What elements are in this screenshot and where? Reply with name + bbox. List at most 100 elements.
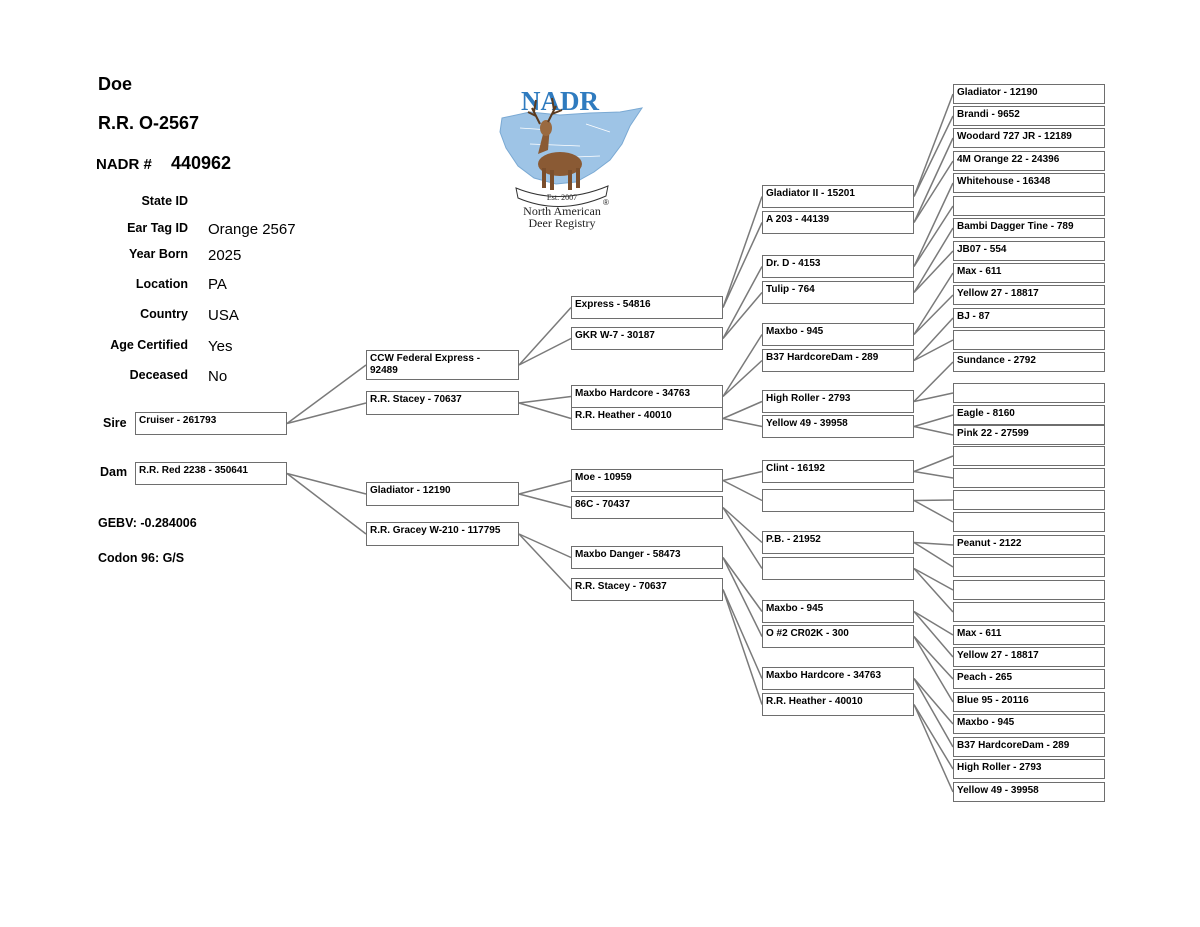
pedigree-gen5-box — [953, 468, 1105, 488]
connector-line — [913, 182, 954, 267]
connector-line — [518, 493, 572, 509]
pedigree-gen4-box: O #2 CR02K - 300 — [762, 625, 914, 648]
pedigree-gen5-box: Yellow 27 - 18817 — [953, 285, 1105, 305]
connector-line — [518, 479, 572, 495]
pedigree-gen4-box: Maxbo Hardcore - 34763 — [762, 667, 914, 690]
connector-line — [722, 196, 763, 308]
connector-line — [518, 306, 572, 366]
connector-line — [722, 557, 763, 612]
pedigree-gen4-box: P.B. - 21952 — [762, 531, 914, 554]
connector-line — [286, 472, 367, 495]
pedigree-gen5-box: JB07 - 554 — [953, 241, 1105, 261]
connector-line — [913, 470, 954, 479]
pedigree-gen5-box: Eagle - 8160 — [953, 405, 1105, 425]
pedigree-gen5-box: Peach - 265 — [953, 669, 1105, 689]
pedigree-gen3-box: 86C - 70437 — [571, 496, 723, 519]
logo-line2: Deer Registry — [529, 216, 596, 230]
connector-line — [913, 160, 954, 223]
connector-line — [722, 507, 763, 569]
connector-line — [722, 506, 763, 544]
connector-line — [913, 455, 954, 473]
connector-line — [913, 414, 954, 428]
pedigree-gen3-box: R.R. Stacey - 70637 — [571, 578, 723, 601]
connector-line — [913, 227, 954, 293]
pedigree-gen4-box — [762, 557, 914, 580]
pedigree-gen3-box: Maxbo Danger - 58473 — [571, 546, 723, 569]
pedigree-gen4-box: Maxbo - 945 — [762, 323, 914, 346]
pedigree-gen5-box: Yellow 49 - 39958 — [953, 782, 1105, 802]
connector-line — [913, 425, 954, 436]
pedigree-gen5-box — [953, 196, 1105, 216]
nadr-number-label: NADR # — [96, 156, 152, 173]
pedigree-gen5-box: High Roller - 2793 — [953, 759, 1105, 779]
nadr-logo: NADR Est. 2007 ® North American Deer Reg… — [490, 84, 650, 234]
pedigree-gen5-box: Peanut - 2122 — [953, 535, 1105, 555]
pedigree-gen4-box: Tulip - 764 — [762, 281, 914, 304]
connector-line — [913, 115, 954, 197]
connector-line — [913, 250, 954, 294]
pedigree-gen4-box: High Roller - 2793 — [762, 390, 914, 413]
connector-line — [913, 635, 954, 680]
pedigree-gen3-box: R.R. Heather - 40010 — [571, 407, 723, 430]
logo-est: Est. 2007 — [547, 193, 577, 202]
connector-line — [518, 395, 572, 404]
pedigree-gen5-box: Yellow 27 - 18817 — [953, 647, 1105, 667]
connector-line — [722, 589, 763, 705]
pedigree-gen5-box — [953, 446, 1105, 466]
pedigree-gen2-box: CCW Federal Express - 92489 — [366, 350, 519, 380]
field-value-year-born: 2025 — [208, 247, 242, 264]
connector-line — [913, 678, 954, 725]
pedigree-gen5-box: Brandi - 9652 — [953, 106, 1105, 126]
pedigree-gen5-box: BJ - 87 — [953, 308, 1105, 328]
connector-line — [913, 339, 954, 362]
field-label-state-id: State ID — [141, 194, 188, 208]
connector-line — [518, 533, 572, 591]
pedigree-gen5-box: Maxbo - 945 — [953, 714, 1105, 734]
connector-line — [913, 499, 954, 502]
pedigree-gen4-box: Clint - 16192 — [762, 460, 914, 483]
logo-registered: ® — [603, 198, 609, 207]
connector-line — [722, 400, 763, 420]
connector-line — [913, 636, 954, 703]
logo-line1: North American — [523, 204, 601, 218]
connector-line — [913, 541, 954, 546]
connector-line — [913, 704, 954, 793]
animal-sex: Doe — [98, 74, 133, 94]
connector-line — [913, 610, 954, 636]
connector-line — [913, 294, 954, 336]
sire-label: Sire — [103, 416, 127, 430]
connector-line — [722, 470, 763, 482]
pedigree-gen5-box — [953, 330, 1105, 350]
connector-line — [518, 533, 572, 559]
pedigree-gen1-box: Cruiser - 261793 — [135, 412, 287, 435]
pedigree-gen2-box: R.R. Gracey W-210 - 117795 — [366, 522, 519, 546]
field-value-age-certified: Yes — [208, 338, 233, 355]
pedigree-gen5-box: Bambi Dagger Tine - 789 — [953, 218, 1105, 238]
connector-line — [913, 678, 954, 748]
pedigree-gen3-box: Maxbo Hardcore - 34763 — [571, 385, 723, 408]
connector-line — [518, 402, 572, 420]
connector-line — [913, 93, 954, 197]
pedigree-gen5-box: 4M Orange 22 - 24396 — [953, 151, 1105, 171]
connector-line — [913, 272, 954, 335]
pedigree-gen4-box: Dr. D - 4153 — [762, 255, 914, 278]
pedigree-gen4-box: A 203 - 44139 — [762, 211, 914, 234]
connector-line — [913, 392, 954, 403]
field-label-year-born: Year Born — [128, 247, 188, 261]
connector-line — [722, 292, 763, 339]
field-label-ear-tag: Ear Tag ID — [127, 221, 188, 235]
gebv-value: GEBV: -0.284006 — [98, 516, 197, 530]
field-label-location: Location — [135, 277, 188, 291]
connector-line — [722, 479, 763, 502]
pedigree-gen5-box: Pink 22 - 27599 — [953, 425, 1105, 445]
field-value-country: USA — [208, 307, 239, 324]
pedigree-gen5-box: B37 HardcoreDam - 289 — [953, 737, 1105, 757]
pedigree-gen5-box: Whitehouse - 16348 — [953, 173, 1105, 193]
connector-line — [913, 541, 954, 568]
pedigree-gen2-box: Gladiator - 12190 — [366, 482, 519, 506]
connector-line — [913, 205, 954, 267]
pedigree-gen1-box: R.R. Red 2238 - 350641 — [135, 462, 287, 485]
connector-line — [722, 266, 763, 339]
pedigree-gen5-box: Woodard 727 JR - 12189 — [953, 128, 1105, 148]
